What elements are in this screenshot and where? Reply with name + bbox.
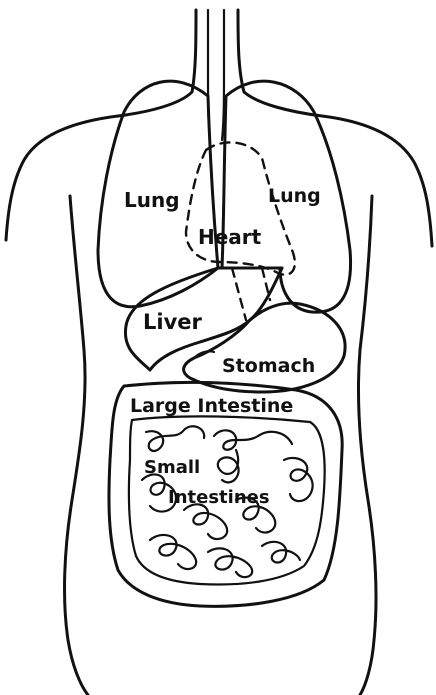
coil-10 [218,450,239,482]
label-small-intestine-line1: Small [144,457,200,478]
trachea-right [222,10,224,140]
label-small-intestine-line2: Intestines [168,487,270,508]
label-large-intestine: Large Intestine [130,395,293,417]
coil-8 [208,548,252,577]
label-liver: Liver [143,310,203,334]
coil-4 [184,504,227,539]
coil-9 [262,542,300,563]
coil-6 [284,458,313,501]
coil-1 [146,426,204,451]
coil-7 [150,535,196,569]
organ-labels: Lung Lung Heart Liver Stomach Large Inte… [124,185,321,508]
torso-left-side [65,196,88,695]
heart-outline [186,142,295,274]
body-outline [6,10,432,695]
coil-2 [214,430,292,449]
neck-right-outer [238,10,432,246]
label-stomach: Stomach [222,355,315,377]
label-heart: Heart [198,225,262,249]
torso-right-side [358,196,376,695]
heart-vessel-1 [232,268,246,320]
label-left-lung: Lung [124,188,180,212]
stomach-outline [184,303,345,392]
label-right-lung: Lung [268,185,321,207]
